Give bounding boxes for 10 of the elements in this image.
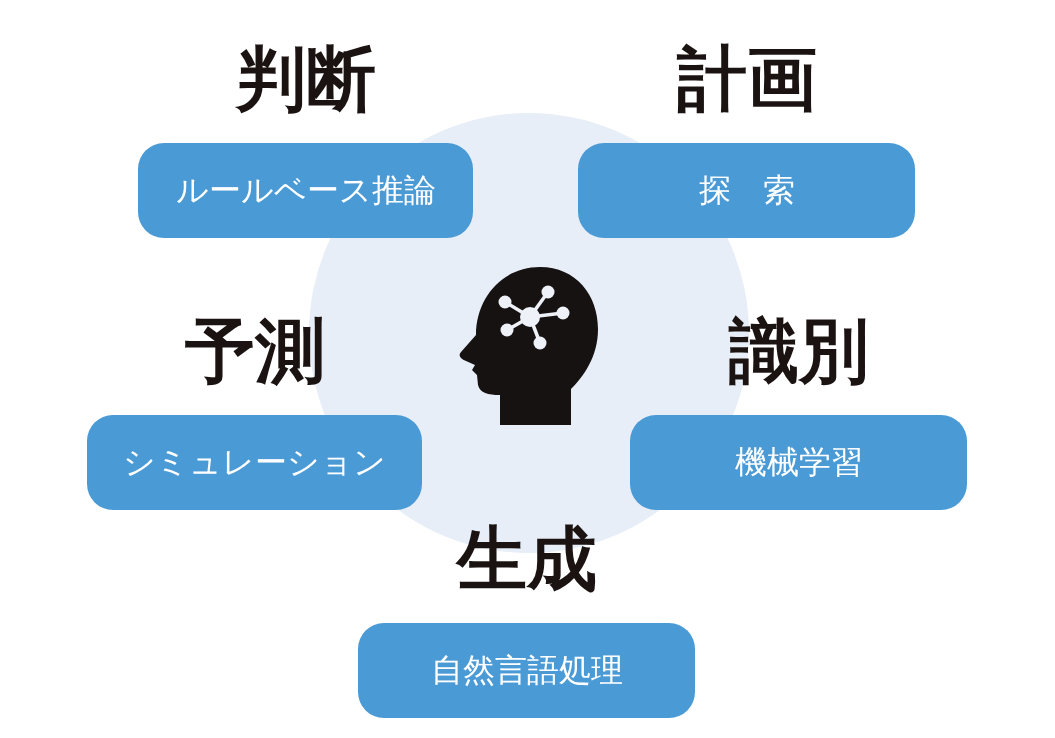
rounded-box: 探 索 <box>578 143 915 238</box>
heading: 計画 <box>676 39 817 119</box>
rounded-box: 自然言語処理 <box>358 623 695 718</box>
heading: 生成 <box>456 519 597 599</box>
heading: 予測 <box>184 311 325 391</box>
rounded-box: シミュレーション <box>87 415 422 510</box>
rounded-box: ルールベース推論 <box>138 143 473 238</box>
heading: 判断 <box>235 39 376 119</box>
rounded-box: 機械学習 <box>630 415 967 510</box>
heading: 識別 <box>728 311 869 391</box>
